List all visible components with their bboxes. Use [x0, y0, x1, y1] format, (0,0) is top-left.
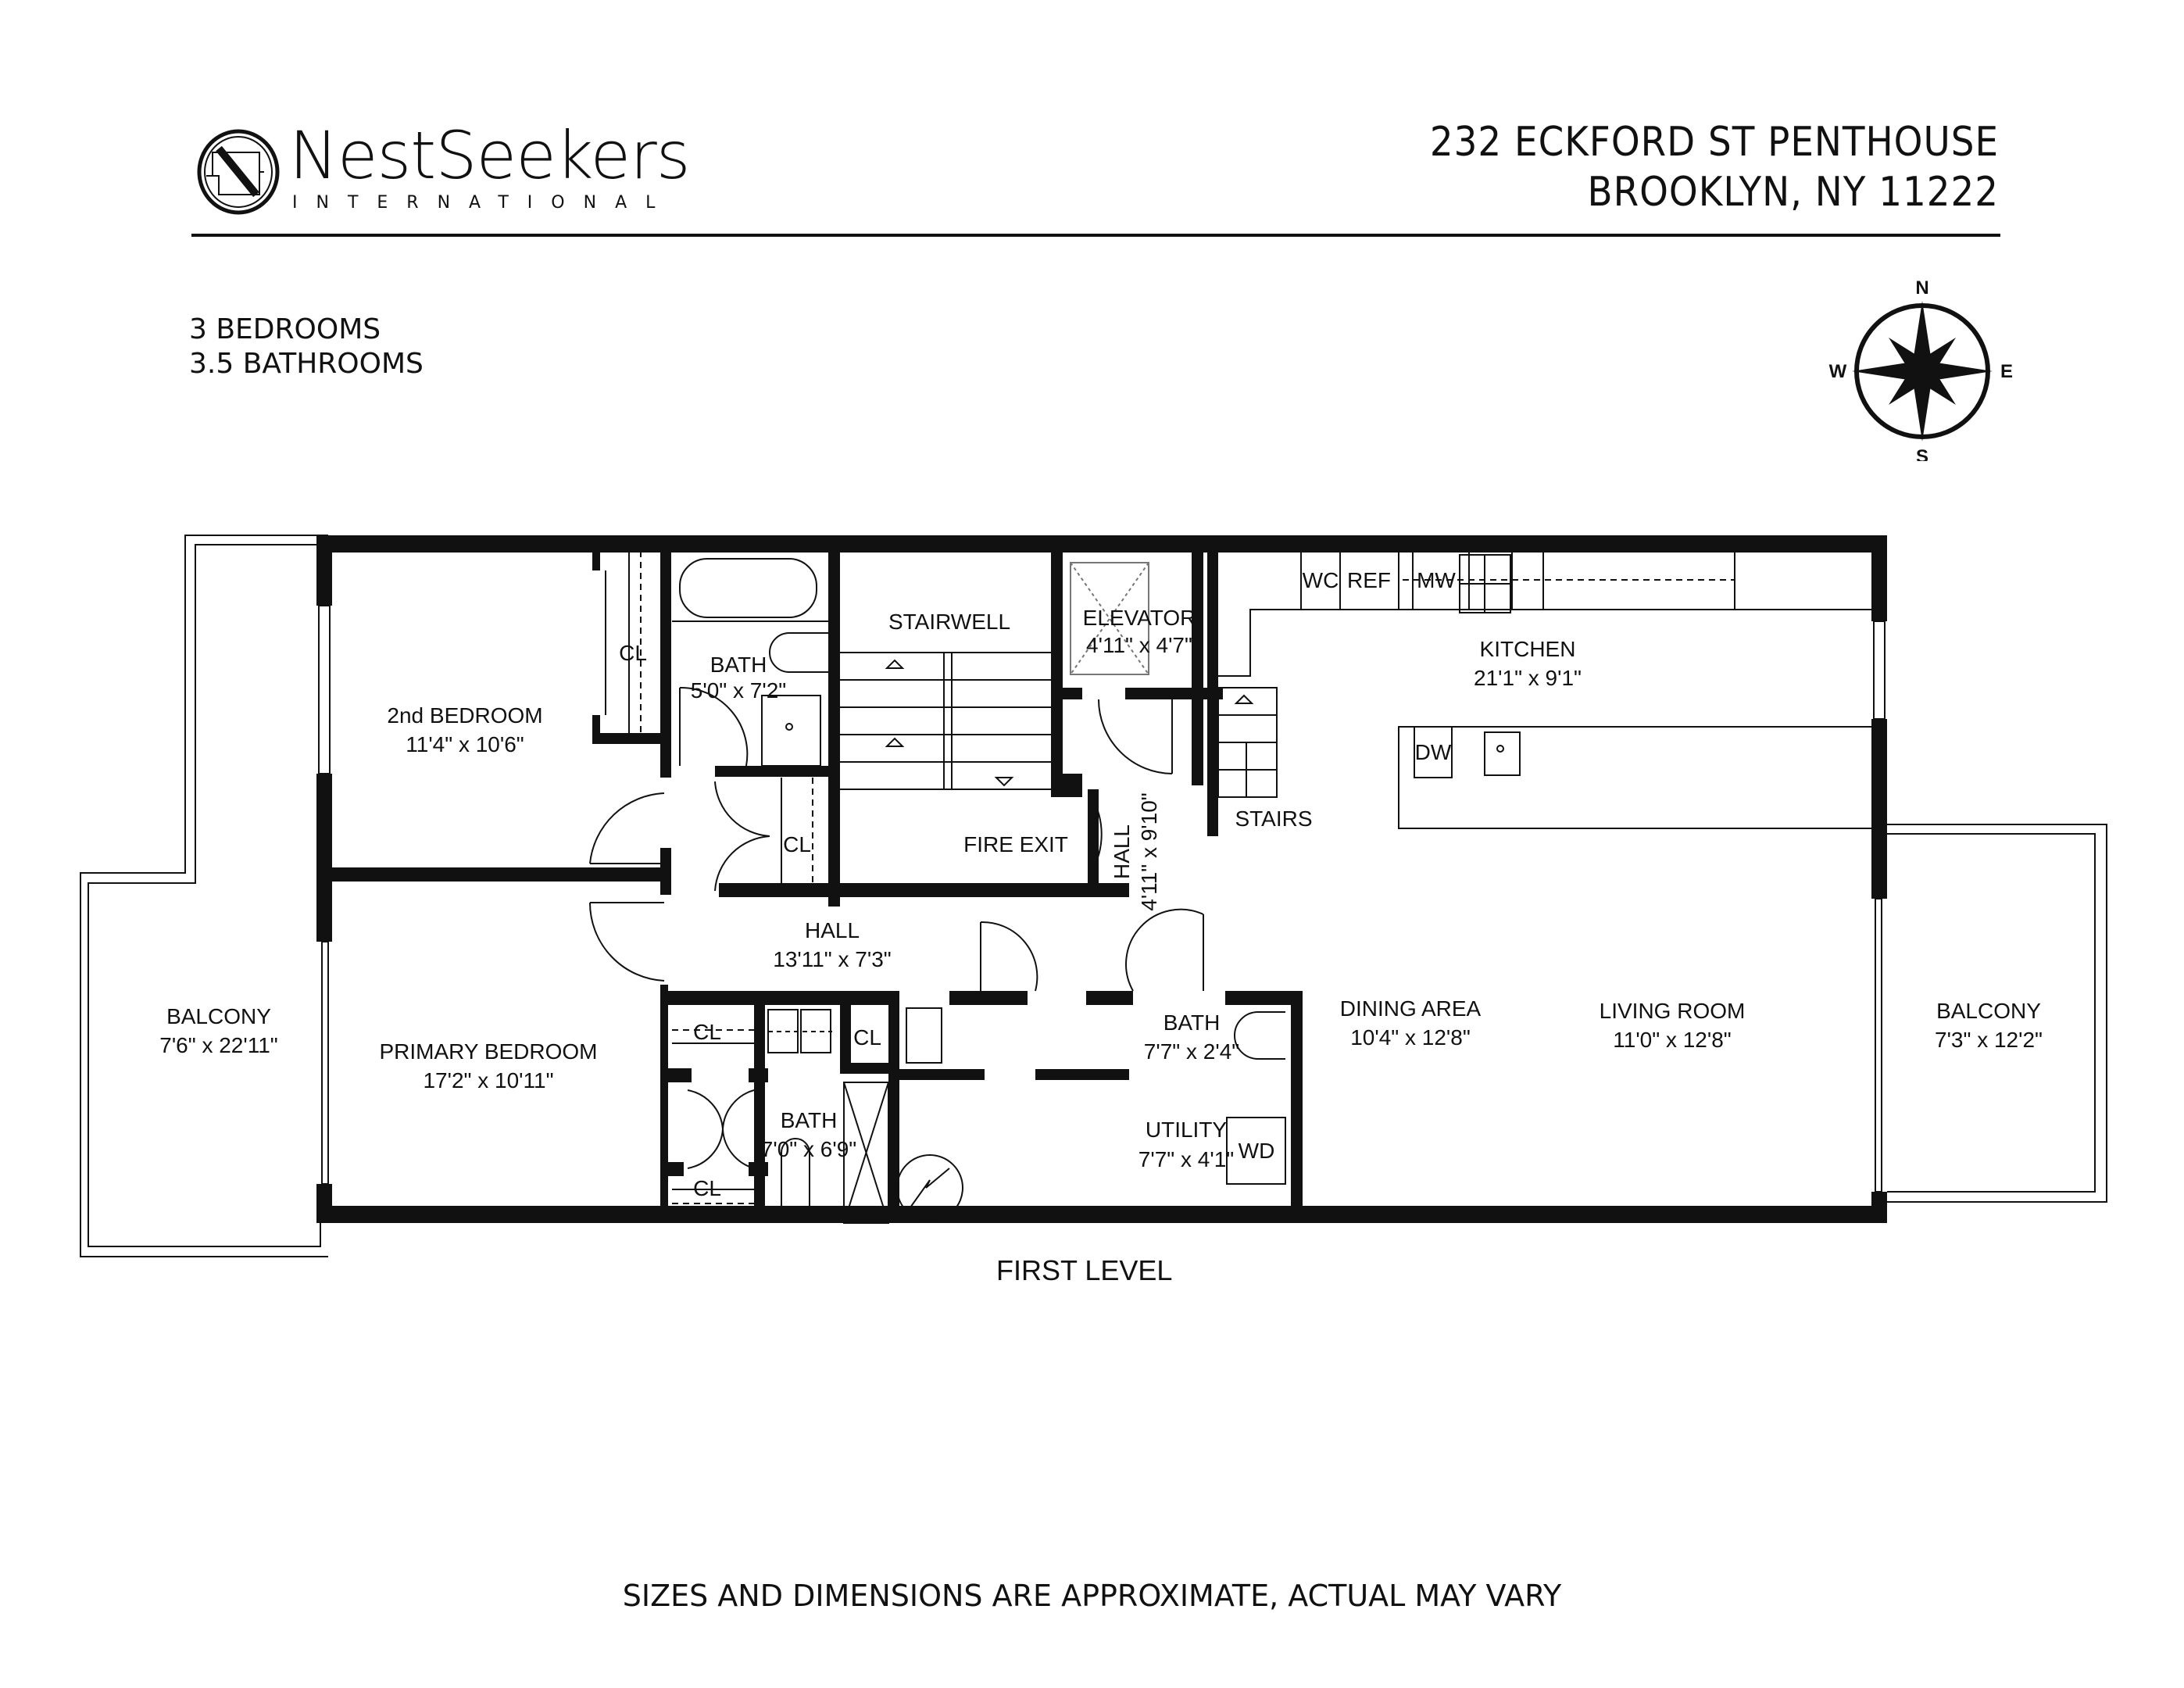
svg-text:LIVING ROOM: LIVING ROOM: [1600, 999, 1746, 1023]
svg-text:11'0" x 12'8": 11'0" x 12'8": [1613, 1028, 1731, 1052]
fixtures: [588, 551, 1871, 1224]
room-stairwell: STAIRWELL: [888, 610, 1010, 634]
disclaimer: SIZES AND DIMENSIONS ARE APPROXIMATE, AC…: [622, 1579, 1562, 1613]
room-elevator: ELEVATOR 4'11" x 4'7": [1083, 606, 1196, 657]
svg-text:11'4" x 10'6": 11'4" x 10'6": [406, 732, 524, 756]
svg-text:BATH: BATH: [781, 1108, 838, 1132]
room-balcony-west: BALCONY 7'6" x 22'11": [159, 1004, 277, 1057]
compass-rose-icon: N S E W: [1829, 277, 2013, 461]
compass-west: W: [1829, 361, 1847, 382]
svg-text:BATH: BATH: [710, 653, 767, 677]
room-fire-exit: FIRE EXIT: [963, 832, 1068, 857]
room-kitchen: KITCHEN 21'1" x 9'1": [1474, 637, 1582, 690]
room-bath-primary: BATH 7'0" x 6'9": [761, 1108, 856, 1161]
svg-text:7'6" x 22'11": 7'6" x 22'11": [159, 1033, 277, 1057]
room-closet-hall: CL: [783, 832, 811, 857]
room-closet-2nd: CL: [619, 641, 647, 665]
header-divider: [191, 234, 2000, 237]
svg-text:7'3" x 12'2": 7'3" x 12'2": [1935, 1028, 2043, 1052]
svg-text:13'11" x 7'3": 13'11" x 7'3": [773, 947, 891, 971]
room-utility: UTILITY 7'7" x 4'1": [1138, 1118, 1234, 1171]
svg-text:PRIMARY BEDROOM: PRIMARY BEDROOM: [379, 1039, 597, 1064]
nestseekers-emblem-icon: [197, 129, 280, 215]
svg-text:5'0" x 7'2": 5'0" x 7'2": [691, 678, 786, 703]
room-stairs: STAIRS: [1235, 806, 1312, 831]
svg-text:7'7" x 4'1": 7'7" x 4'1": [1138, 1147, 1234, 1171]
brand-tagline: INTERNATIONAL: [292, 193, 674, 213]
appliance-microwave: MW: [1417, 568, 1456, 592]
balcony-east-outline: [1887, 824, 2107, 1203]
interior-walls: [332, 551, 1303, 1223]
room-balcony-east: BALCONY 7'3" x 12'2": [1935, 999, 2043, 1052]
room-labels: BALCONY 7'6" x 22'11" 2nd BEDROOM 11'4" …: [159, 568, 2043, 1200]
svg-text:21'1" x 9'1": 21'1" x 9'1": [1474, 666, 1582, 690]
svg-text:4'11" x 9'10": 4'11" x 9'10": [1137, 792, 1161, 910]
address-line-2: BROOKLYN, NY 11222: [1587, 169, 1999, 216]
svg-text:BATH: BATH: [1163, 1010, 1221, 1035]
property-address: 232 ECKFORD ST PENTHOUSE BROOKLYN, NY 11…: [1430, 117, 1999, 217]
windows: [318, 605, 1886, 1193]
bathroom-count: 3.5 BATHROOMS: [189, 348, 424, 380]
svg-text:4'11" x 4'7": 4'11" x 4'7": [1086, 633, 1192, 657]
room-primary-bedroom: PRIMARY BEDROOM 17'2" x 10'11": [379, 1039, 597, 1093]
room-closet-primary-top: CL: [693, 1020, 721, 1044]
address-line-1: 232 ECKFORD ST PENTHOUSE: [1429, 119, 1999, 166]
svg-text:HALL: HALL: [1110, 824, 1134, 879]
svg-text:10'4" x 12'8": 10'4" x 12'8": [1350, 1025, 1471, 1050]
svg-text:17'2" x 10'11": 17'2" x 10'11": [423, 1068, 553, 1093]
compass-south: S: [1916, 446, 1928, 461]
level-label: FIRST LEVEL: [996, 1254, 1173, 1286]
property-summary: 3 BEDROOMS 3.5 BATHROOMS: [189, 313, 424, 381]
room-bath-north: BATH 5'0" x 7'2": [691, 653, 786, 703]
room-hall-main: HALL 13'11" x 7'3": [773, 918, 891, 971]
room-living: LIVING ROOM 11'0" x 12'8": [1600, 999, 1746, 1052]
room-closet-center: CL: [853, 1025, 881, 1050]
bedroom-count: 3 BEDROOMS: [189, 313, 381, 345]
svg-text:7'0" x 6'9": 7'0" x 6'9": [761, 1137, 856, 1161]
svg-text:ELEVATOR: ELEVATOR: [1083, 606, 1196, 630]
svg-text:DINING AREA: DINING AREA: [1340, 996, 1482, 1021]
appliance-washer-dryer: WD: [1239, 1139, 1275, 1163]
svg-text:2nd BEDROOM: 2nd BEDROOM: [387, 703, 542, 728]
appliance-dishwasher: DW: [1415, 740, 1452, 764]
room-hall-vertical: HALL 4'11" x 9'10": [1110, 792, 1161, 910]
brand-name: NestSeekers: [289, 117, 691, 194]
room-closet-primary-bottom: CL: [693, 1176, 721, 1200]
svg-text:HALL: HALL: [805, 918, 860, 942]
exterior-walls: [316, 535, 1887, 1223]
svg-text:7'7" x 2'4": 7'7" x 2'4": [1144, 1039, 1239, 1064]
appliance-wine-cooler: WC: [1303, 568, 1339, 592]
svg-text:BALCONY: BALCONY: [1936, 999, 2041, 1023]
balcony-west-outline: [80, 535, 328, 1257]
svg-text:KITCHEN: KITCHEN: [1480, 637, 1576, 661]
compass-east: E: [2000, 361, 2013, 382]
svg-text:BALCONY: BALCONY: [166, 1004, 271, 1028]
compass-north: N: [1915, 277, 1928, 299]
appliance-refrigerator: REF: [1347, 568, 1391, 592]
brand-logo: NestSeekers INTERNATIONAL: [195, 123, 691, 219]
room-dining: DINING AREA 10'4" x 12'8": [1340, 996, 1482, 1050]
svg-text:UTILITY: UTILITY: [1146, 1118, 1228, 1142]
room-bath-half: BATH 7'7" x 2'4": [1144, 1010, 1239, 1064]
room-second-bedroom: 2nd BEDROOM 11'4" x 10'6": [387, 703, 542, 756]
